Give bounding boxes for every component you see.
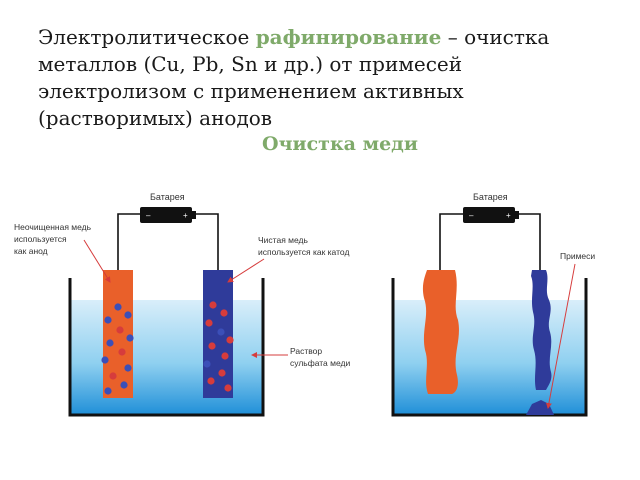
- right-dissolved-anode: [422, 270, 459, 394]
- cathode-label-line2: используется как катод: [258, 247, 349, 257]
- left-battery-minus: –: [146, 211, 151, 220]
- left-anode: [103, 270, 133, 398]
- left-wire-cathode: [190, 213, 219, 272]
- anode-label-line1: Неочищенная медь: [14, 222, 92, 232]
- subtitle: Очистка меди: [262, 133, 418, 155]
- left-battery-plus: +: [183, 211, 188, 220]
- left-wire-anode: [117, 213, 142, 272]
- right-grown-cathode: [531, 270, 552, 390]
- right-wire-cathode: [513, 213, 541, 272]
- solution-label-line1: Раствор: [290, 346, 322, 356]
- impurities-label: Примеси: [560, 251, 595, 261]
- left-battery-terminal: [192, 211, 196, 219]
- right-battery-minus: –: [469, 211, 474, 220]
- left-battery: [140, 207, 192, 223]
- anode-label-line2: используется: [14, 234, 67, 244]
- intro-part2: – очистка металлов (Cu, Pb, Sn и др.) от…: [38, 25, 550, 130]
- solution-label-line2: сульфата меди: [290, 358, 350, 368]
- right-electrolyte: [393, 300, 586, 415]
- right-battery-label: Батарея: [473, 192, 508, 202]
- right-battery-plus: +: [506, 211, 511, 220]
- anode-label-line3: как анод: [14, 246, 48, 256]
- right-tank: [391, 278, 588, 417]
- left-electrolyte: [70, 300, 263, 415]
- left-cathode: [203, 270, 233, 398]
- electrolysis-diagram: Батарея – + Неочищенная медь используетс…: [14, 192, 595, 417]
- right-wire-anode: [439, 213, 465, 272]
- right-battery-terminal: [515, 211, 519, 219]
- left-setup: Батарея – + Неочищенная медь используетс…: [14, 192, 350, 417]
- right-battery: [463, 207, 515, 223]
- right-setup: Батарея – + Примеси: [391, 192, 595, 417]
- left-tank: [68, 278, 265, 417]
- impurities-label-arrow: [545, 263, 576, 409]
- intro-part1: Электролитическое: [38, 25, 256, 49]
- left-ions: [101, 301, 234, 395]
- cathode-label-line1: Чистая медь: [258, 235, 308, 245]
- intro-keyword: рафинирование: [255, 25, 442, 49]
- cathode-label-arrow: [227, 258, 265, 283]
- intro-text: Электролитическое рафинирование – очистк…: [38, 24, 608, 132]
- left-battery-label: Батарея: [150, 192, 185, 202]
- anode-label-arrow: [83, 239, 111, 283]
